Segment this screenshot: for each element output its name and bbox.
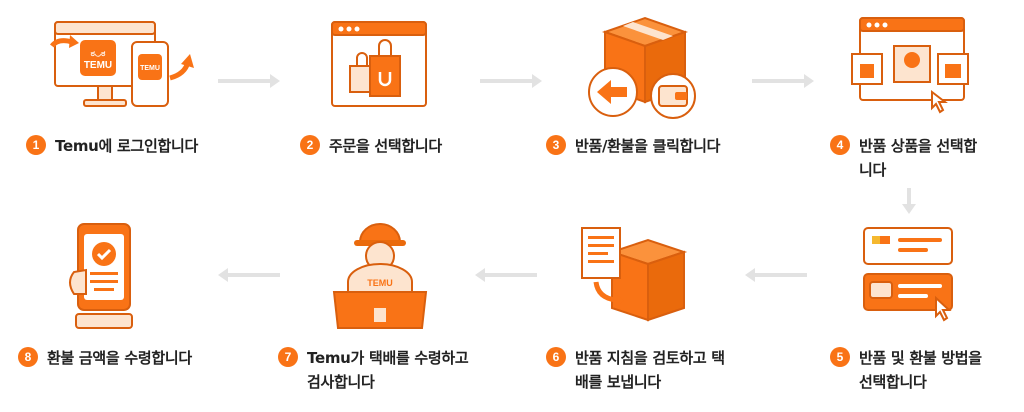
step-number-badge: 8	[18, 347, 38, 367]
document-box-icon	[581, 227, 688, 322]
step-8-illustration	[60, 222, 150, 332]
step-label: 반품 지침을 검토하고 택 배를 보냅니다	[575, 349, 725, 391]
step-5: 5 반품 및 환불 방법을 선택합니다	[830, 346, 982, 394]
step-label: 환불 금액을 수령합니다	[47, 349, 192, 367]
step-4-illustration	[850, 14, 980, 114]
logo-emoji: ಠ◡ಠ	[91, 49, 107, 58]
step-6: 6 반품 지침을 검토하고 택 배를 보냅니다	[546, 346, 725, 394]
login-devices-icon: ಠ◡ಠ TEMU TEMU	[50, 21, 194, 107]
step-number-badge: 2	[300, 135, 320, 155]
step-4: 4 반품 상품을 선택합 니다	[830, 134, 977, 182]
arrow-right-icon	[752, 74, 814, 88]
step-label: 반품/환불을 클릭합니다	[575, 137, 721, 155]
step-1-illustration: ಠ◡ಠ TEMU TEMU	[50, 18, 195, 118]
shopping-bags-browser-icon	[331, 21, 427, 107]
payment-method-cards-icon	[863, 227, 953, 322]
step-number-badge: 6	[546, 347, 566, 367]
step-2-illustration	[330, 20, 430, 110]
phone-check-icon	[69, 223, 133, 329]
step-7-illustration: TEMU	[330, 222, 430, 332]
step-3-illustration	[585, 12, 700, 122]
step-number-badge: 5	[830, 347, 850, 367]
select-products-icon	[851, 17, 969, 114]
step-6-illustration	[578, 222, 688, 332]
step-label: 주문을 선택합니다	[329, 137, 442, 155]
step-number-badge: 7	[278, 347, 298, 367]
arrow-left-icon	[218, 268, 280, 282]
arrow-left-icon	[745, 268, 807, 282]
step-number-badge: 3	[546, 135, 566, 155]
step-label: 반품 상품을 선택합 니다	[859, 137, 977, 179]
step-2: 2 주문을 선택합니다	[300, 134, 442, 158]
arrow-left-icon	[475, 268, 537, 282]
svg-text:TEMU: TEMU	[367, 278, 393, 288]
step-7: 7 Temu가 택배를 수령하고 검사합니다	[278, 346, 469, 394]
courier-package-icon: TEMU	[332, 223, 428, 329]
return-box-wallet-icon	[588, 16, 696, 119]
step-8: 8 환불 금액을 수령합니다	[18, 346, 192, 370]
step-label: Temu가 택배를 수령하고 검사합니다	[307, 349, 469, 391]
step-number-badge: 4	[830, 135, 850, 155]
arrow-right-icon	[218, 74, 280, 88]
step-number-badge: 1	[26, 135, 46, 155]
step-3: 3 반품/환불을 클릭합니다	[546, 134, 720, 158]
step-5-illustration	[858, 222, 968, 332]
arrow-down-icon	[902, 188, 916, 214]
step-label: 반품 및 환불 방법을 선택합니다	[859, 349, 982, 391]
svg-text:TEMU: TEMU	[140, 65, 160, 72]
step-1: 1 Temu에 로그인합니다	[26, 134, 198, 158]
arrow-right-icon	[480, 74, 542, 88]
logo-text: TEMU	[84, 60, 112, 71]
step-label: Temu에 로그인합니다	[55, 137, 198, 155]
